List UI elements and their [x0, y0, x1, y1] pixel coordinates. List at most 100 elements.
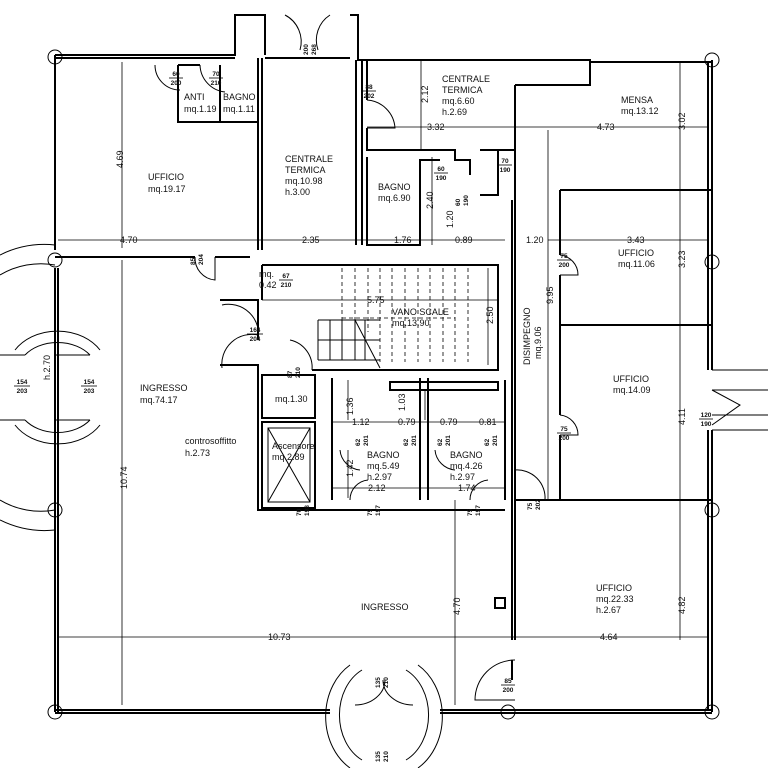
room-name: UFFICIO	[148, 172, 184, 182]
door-height: 203	[17, 388, 28, 395]
door-height: 200	[503, 687, 514, 694]
room-area: mq.9.06	[533, 326, 543, 359]
room-name: BAGNO	[450, 450, 483, 460]
dim-label: 10.74	[119, 466, 129, 489]
door-width: 120	[701, 412, 712, 419]
room-height: h.2.69	[442, 107, 467, 117]
door-height: 210	[295, 367, 302, 378]
dim-label: 1.03	[397, 393, 407, 411]
door-width: 75	[527, 502, 534, 510]
room-name: UFFICIO	[613, 374, 649, 384]
room-note: controsoffitto	[185, 436, 236, 446]
dim-label: 9.95	[545, 286, 555, 304]
room-name: CENTRALE	[285, 154, 333, 164]
dim-label: 4.73	[597, 122, 615, 132]
room-area: mq.5.49	[367, 461, 400, 471]
dimension-labels: 4.69 4.70 2.35 1.76 0.89 2.12 3.32 2.40 …	[115, 85, 687, 642]
room-height: h.2.97	[367, 472, 392, 482]
dim-label: 0.79	[440, 417, 458, 427]
door-height: 203	[84, 388, 95, 395]
door-height: 190	[463, 195, 470, 206]
room-height: h.2.67	[596, 605, 621, 615]
room-name: BAGNO	[367, 450, 400, 460]
door-width: 88	[365, 84, 373, 91]
dim-label: 3.23	[677, 250, 687, 268]
room-labels: UFFICIO mq.19.17 ANTI mq.1.19 BAGNO mq.1…	[42, 74, 659, 615]
room-name: VANO SCALE	[392, 307, 449, 317]
dim-label: 4.70	[120, 235, 138, 245]
room-area: mq.14.09	[613, 385, 651, 395]
door-width: 62	[355, 438, 362, 446]
door-width: 85	[504, 678, 512, 685]
room-area: mq.4.26	[450, 461, 483, 471]
door-width: 75	[367, 508, 374, 516]
dim-label: 4.70	[452, 597, 462, 615]
door-width: 60	[172, 71, 180, 78]
door-width: 62	[484, 438, 491, 446]
door-height: 210	[211, 80, 222, 87]
door-height: 201	[363, 435, 370, 446]
door-height: 197	[475, 505, 482, 516]
dim-label: 0.81	[479, 417, 497, 427]
room-name: CENTRALE	[442, 74, 490, 84]
door-width: 70	[501, 158, 509, 165]
dim-label: 10.73	[268, 632, 291, 642]
dim-label: 1.42	[345, 459, 355, 477]
dim-label: 1.20	[445, 210, 455, 228]
bottom-entrance	[325, 664, 443, 768]
room-height: h.2.73	[185, 448, 210, 458]
dim-label: 3.02	[677, 112, 687, 130]
door-height: 200	[559, 262, 570, 269]
door-width: 164	[250, 327, 261, 334]
door-width: 75	[467, 508, 474, 516]
dim-label: 3.43	[627, 235, 645, 245]
room-height: h.3.00	[285, 187, 310, 197]
door-swings	[154, 14, 741, 701]
room-area: mq.22.33	[596, 594, 634, 604]
door-height: 201	[445, 435, 452, 446]
dim-label: 0.89	[455, 235, 473, 245]
door-width: 60	[455, 198, 462, 206]
door-height: 201	[411, 435, 418, 446]
room-area: mq.19.17	[148, 184, 186, 194]
door-width: 87	[287, 370, 294, 378]
dimension-lines	[58, 60, 708, 705]
door-height: 202	[364, 93, 375, 100]
dim-label: 4.11	[677, 408, 687, 425]
room-name: Ascensore	[272, 441, 315, 451]
dim-label: 5.75	[367, 295, 385, 305]
door-height: 268	[311, 44, 318, 55]
room-area: mq.6.60	[442, 96, 475, 106]
room-area: mq.13.12	[621, 106, 659, 116]
door-height: 210	[383, 751, 390, 762]
dim-label: 2.40	[425, 191, 435, 209]
left-entrance	[0, 243, 101, 532]
room-name: INGRESSO	[140, 383, 188, 393]
door-width: 70	[296, 508, 303, 516]
dim-label: 1.76	[394, 235, 412, 245]
door-width: 200	[303, 44, 310, 55]
room-name: MENSA	[621, 95, 653, 105]
dim-label: 1.20	[526, 235, 544, 245]
door-height: 202	[535, 499, 542, 510]
door-width: 85	[190, 257, 197, 265]
door-height: 210	[383, 677, 390, 688]
room-name: INGRESSO	[361, 602, 409, 612]
door-height: 190	[500, 167, 511, 174]
room-name: UFFICIO	[618, 248, 654, 258]
door-width: 154	[17, 379, 28, 386]
outer-walls	[47, 14, 768, 720]
room-area: 0.42	[259, 280, 277, 290]
door-width: 75	[560, 253, 568, 260]
interior-walls	[55, 58, 712, 680]
room-area: mq.11.06	[618, 259, 655, 269]
door-width: 135	[375, 677, 382, 688]
door-height: 210	[281, 282, 292, 289]
room-name: TERMICA	[285, 165, 326, 175]
room-area: mq.13.90	[392, 318, 430, 328]
room-height: h.2.97	[450, 472, 475, 482]
door-height: 201	[492, 435, 499, 446]
dim-label: 4.64	[600, 632, 618, 642]
door-width: 154	[84, 379, 95, 386]
